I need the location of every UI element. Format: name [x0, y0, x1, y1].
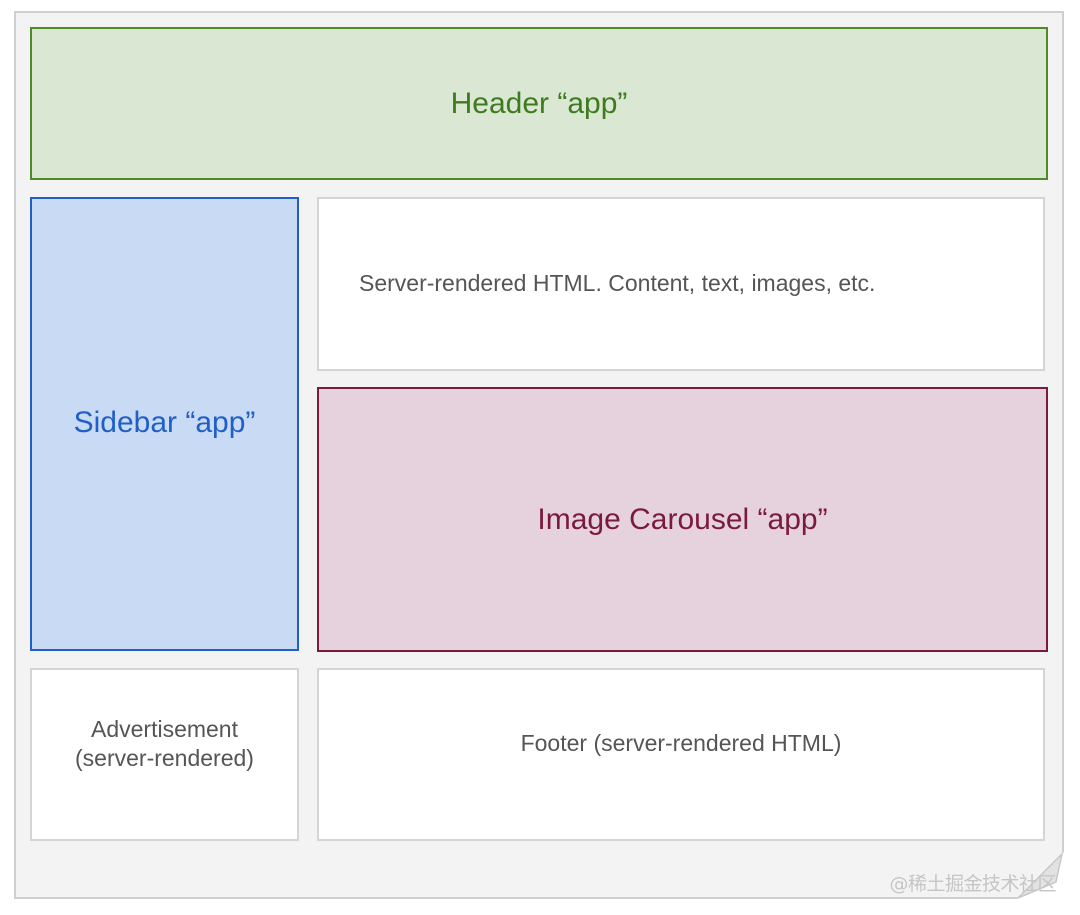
image-carousel-app-box: Image Carousel “app”	[317, 387, 1048, 652]
footer-label: Footer (server-rendered HTML)	[520, 730, 842, 756]
server-rendered-content-box: Server-rendered HTML. Content, text, ima…	[317, 197, 1045, 371]
page-curl-icon	[1016, 852, 1064, 900]
footer-box: Footer (server-rendered HTML)	[317, 668, 1045, 841]
advertisement-label-line2: (server-rendered)	[75, 744, 254, 771]
sidebar-app-box: Sidebar “app”	[30, 197, 299, 651]
server-rendered-content-label: Server-rendered HTML. Content, text, ima…	[359, 269, 876, 296]
advertisement-label-line1: Advertisement	[90, 715, 238, 742]
image-carousel-app-label: Image Carousel “app”	[537, 502, 828, 536]
sidebar-app-label: Sidebar “app”	[73, 406, 256, 439]
header-app-box: Header “app”	[30, 27, 1048, 180]
advertisement-box: Advertisement (server-rendered)	[30, 668, 299, 841]
header-app-label: Header “app”	[450, 86, 628, 120]
watermark-text: @稀土掘金技术社区	[889, 873, 1056, 895]
